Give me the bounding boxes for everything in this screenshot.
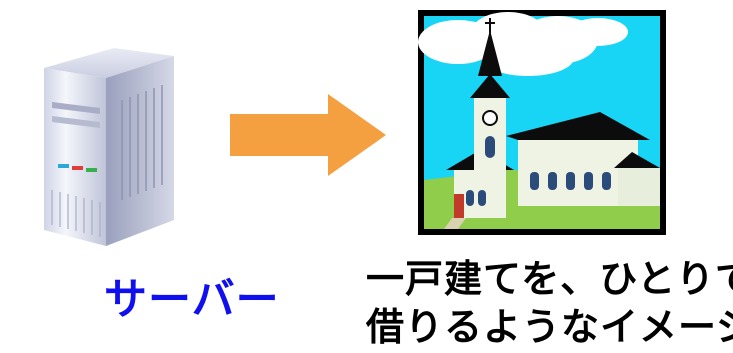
right-arrow-icon — [230, 94, 386, 176]
server-tower-icon — [44, 48, 174, 246]
server-label: サーバー — [104, 275, 280, 325]
church-illustration — [418, 10, 666, 235]
meaning-caption-line-2: 借りるようなイメージ — [366, 305, 733, 349]
meaning-caption-line-1: 一戸建てを、ひとりで — [366, 257, 733, 301]
